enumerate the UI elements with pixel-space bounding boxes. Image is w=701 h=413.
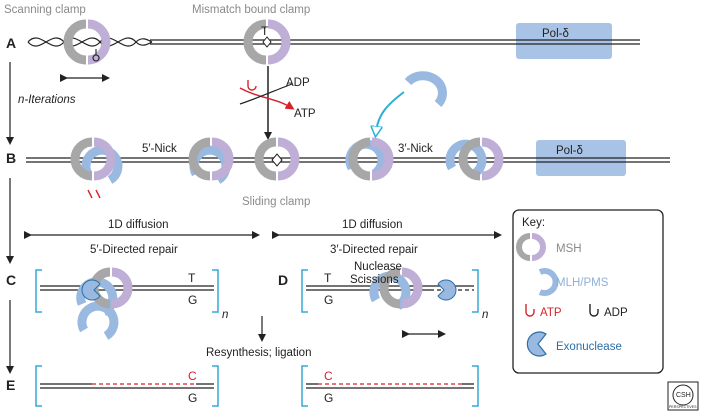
panel-label-a: A bbox=[6, 35, 16, 51]
mlh-pms-icon bbox=[538, 268, 559, 296]
atp-key-icon bbox=[525, 304, 535, 317]
msh-mlh-complex-2 bbox=[188, 137, 234, 184]
nuclease-label-2: Scissions bbox=[350, 274, 399, 286]
row-e2-top-base: C bbox=[324, 369, 333, 383]
csh-perspectives-logo: CSH PERSPECTIVES bbox=[667, 381, 699, 411]
mlh-recruitment-arrow bbox=[376, 91, 405, 132]
row-d-top-base: T bbox=[324, 271, 332, 285]
dna-helix-icon bbox=[27, 37, 153, 47]
repair-5-label: 5′-Directed repair bbox=[90, 244, 178, 256]
pol-delta-label-b: Pol-δ bbox=[556, 145, 583, 157]
repair-3-label: 3′-Directed repair bbox=[330, 244, 418, 256]
row-e1-top-base: C bbox=[188, 369, 197, 383]
scanning-clamp bbox=[63, 19, 111, 65]
bracket-c-left bbox=[35, 269, 42, 313]
mismatch-bound-clamp-label: Mismatch bound clamp bbox=[192, 4, 310, 16]
msh-mlh-complex-4 bbox=[445, 137, 504, 181]
adp-atp-exchange-arrow bbox=[239, 87, 295, 110]
row-c-bottom-base: G bbox=[188, 293, 197, 307]
bracket-e1-left bbox=[35, 365, 42, 407]
nick-3-label: 3′-Nick bbox=[398, 143, 433, 155]
pol-delta-box-a bbox=[516, 23, 612, 59]
atp-icon bbox=[247, 80, 257, 91]
panel-label-e: E bbox=[6, 377, 15, 393]
row-c-top-base: T bbox=[188, 271, 196, 285]
key-box: Key: MSH MLH/PMS ATP ADP Exonuclease bbox=[512, 209, 664, 374]
bracket-c-right bbox=[212, 269, 219, 313]
atp-label-a: ATP bbox=[294, 108, 316, 120]
diffusion-right-label: 1D diffusion bbox=[342, 219, 403, 231]
diffusion-left-label: 1D diffusion bbox=[108, 219, 169, 231]
dna-duplex-e1 bbox=[40, 383, 214, 389]
bracket-e2-right bbox=[472, 365, 479, 407]
row-e2-bottom-base: G bbox=[324, 391, 333, 405]
sliding-clamp-label: Sliding clamp bbox=[242, 196, 310, 208]
pol-delta-label-a: Pol-δ bbox=[542, 28, 569, 40]
key-exonuclease: Exonuclease bbox=[556, 341, 622, 353]
row-e1-bottom-base: G bbox=[188, 391, 197, 405]
adp-key-icon bbox=[589, 304, 599, 317]
key-mlh-pms: MLH/PMS bbox=[556, 277, 609, 289]
key-title: Key: bbox=[522, 217, 545, 229]
key-msh: MSH bbox=[556, 243, 582, 255]
msh-mlh-complex-1 bbox=[70, 137, 123, 199]
dna-duplex-e2 bbox=[306, 383, 474, 389]
mismatch-bound-clamp bbox=[243, 19, 291, 65]
row-c-n: n bbox=[222, 309, 228, 321]
panel-label-b: B bbox=[6, 150, 16, 166]
row-d-n: n bbox=[482, 309, 488, 321]
row-d-bottom-base: G bbox=[324, 293, 333, 307]
exonuclease-complex-c bbox=[76, 267, 133, 340]
exonuclease-key-icon bbox=[526, 331, 547, 357]
key-atp: ATP bbox=[540, 307, 562, 319]
key-adp: ADP bbox=[604, 307, 628, 319]
exonuclease-complex-d bbox=[369, 267, 457, 310]
adp-icon bbox=[92, 49, 100, 62]
bracket-e1-right bbox=[212, 365, 219, 407]
logo-csh: CSH bbox=[676, 392, 691, 399]
scanning-clamp-label: Scanning clamp bbox=[4, 4, 86, 16]
bracket-d-right bbox=[472, 269, 479, 313]
n-iterations-label: n-Iterations bbox=[18, 94, 76, 106]
logo-perspectives: PERSPECTIVES bbox=[669, 405, 697, 409]
adp-label-a: ADP bbox=[286, 77, 310, 89]
incoming-mlh-pms bbox=[404, 71, 447, 108]
panel-label-d: D bbox=[278, 272, 288, 288]
panel-label-c: C bbox=[6, 272, 16, 288]
bracket-e2-left bbox=[301, 365, 308, 407]
sliding-clamp-b bbox=[254, 137, 300, 181]
msh-mlh-complex-3 bbox=[345, 137, 394, 181]
resynthesis-label: Resynthesis; ligation bbox=[206, 347, 311, 359]
bracket-d-left bbox=[301, 269, 308, 313]
nuclease-label-1: Nuclease bbox=[354, 261, 402, 273]
nick-5-label: 5′-Nick bbox=[142, 143, 177, 155]
msh-icon bbox=[516, 233, 546, 261]
mismatch-t-label-a: T bbox=[261, 24, 269, 38]
